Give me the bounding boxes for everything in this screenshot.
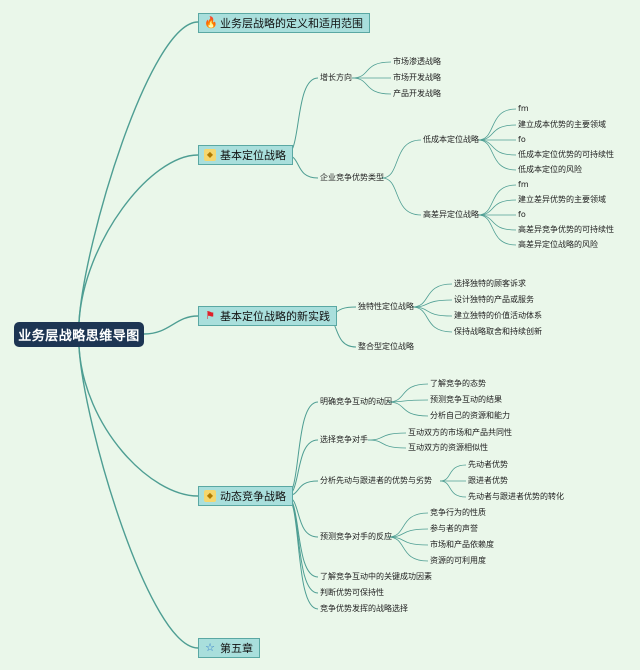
flag-icon: ⚑ (205, 309, 215, 322)
root-connector (78, 346, 199, 649)
leaf-resource-availability[interactable]: 资源的可利用度 (430, 556, 486, 565)
root-connector (78, 346, 199, 497)
leaf-hd-areas[interactable]: 建立差异优势的主要领域 (518, 195, 606, 204)
subtopic-high-diff[interactable]: 高差异定位战略 (423, 210, 479, 219)
topic-label: 业务层战略的定义和适用范围 (220, 17, 363, 30)
leaf-lc-risk[interactable]: 低成本定位的风险 (518, 165, 582, 174)
leaf-connector (477, 108, 517, 141)
leaf-connector (387, 536, 429, 562)
bulb-icon: ◆ (204, 490, 216, 502)
leaf-competition-situation[interactable]: 了解竞争的态势 (430, 379, 486, 388)
leaf-connector (477, 184, 517, 216)
topic-label: 动态竞争战略 (220, 490, 286, 503)
leaf-lc-sustainability[interactable]: 低成本定位优势的可持续性 (518, 150, 614, 159)
subtopic-select-rival[interactable]: 选择竞争对手 (320, 435, 368, 444)
leaf-reputation[interactable]: 参与者的声誉 (430, 524, 478, 533)
topic-definition-scope[interactable]: 🔥 业务层战略的定义和适用范围 (198, 13, 370, 33)
leaf-connector (351, 77, 392, 95)
subtopic-unique-positioning[interactable]: 独特性定位战略 (358, 302, 414, 311)
subtopic-advantage-types[interactable]: 企业竞争优势类型 (320, 173, 384, 182)
leaf-product-development[interactable]: 产品开发战略 (393, 89, 441, 98)
topic-new-practice[interactable]: ⚑ 基本定位战略的新实践 (198, 306, 337, 326)
topic-basic-positioning[interactable]: ◆ 基本定位战略 (198, 145, 293, 165)
leaf-connector (411, 306, 453, 333)
branch-connector (285, 77, 319, 156)
leaf-connector (381, 177, 422, 216)
leaf-follower[interactable]: 跟进者优势 (468, 476, 508, 485)
subtopic-sustainability[interactable]: 判断优势可保持性 (320, 588, 384, 597)
leaf-connector (387, 383, 429, 403)
leaf-lc-fo[interactable]: fo (518, 135, 526, 144)
leaf-own-resources[interactable]: 分析自己的资源和能力 (430, 411, 510, 420)
leaf-lc-areas[interactable]: 建立成本优势的主要领域 (518, 120, 606, 129)
root-topic[interactable]: 业务层战略思维导图 (14, 322, 144, 347)
leaf-connector (477, 124, 517, 141)
subtopic-mover-analysis[interactable]: 分析先动与跟进者的优势与劣势 (320, 476, 432, 485)
leaf-connector (439, 480, 467, 498)
leaf-connector (411, 283, 453, 308)
leaf-hd-risk[interactable]: 高差异定位战略的风险 (518, 240, 598, 249)
topic-label: 基本定位战略的新实践 (220, 310, 330, 323)
topic-dynamic-competition[interactable]: ◆ 动态竞争战略 (198, 486, 293, 506)
fire-icon: 🔥 (204, 16, 218, 29)
root-connector (143, 315, 199, 335)
subtopic-integrated-positioning[interactable]: 整合型定位战略 (358, 342, 414, 351)
leaf-connector (439, 464, 467, 482)
subtopic-predict-reaction[interactable]: 预测竞争对手的反应 (320, 532, 392, 541)
leaf-connector (387, 401, 429, 417)
root-connector (78, 154, 199, 323)
leaf-connector (351, 61, 392, 79)
leaf-predict-result[interactable]: 预测竞争互动的结果 (430, 395, 502, 404)
leaf-connector (477, 139, 517, 156)
subtopic-growth-direction[interactable]: 增长方向 (320, 73, 352, 82)
leaf-dependency[interactable]: 市场和产品依赖度 (430, 540, 494, 549)
leaf-connector (477, 199, 517, 216)
topic-label: 基本定位战略 (220, 149, 286, 162)
leaf-hd-sustainability[interactable]: 高差异竞争优势的可持续性 (518, 225, 614, 234)
leaf-resource-similarity[interactable]: 互动双方的资源相似性 (408, 443, 488, 452)
leaf-lc-fm[interactable]: fm (518, 104, 529, 113)
leaf-hd-fm[interactable]: fm (518, 180, 529, 189)
leaf-market-development[interactable]: 市场开发战略 (393, 73, 441, 82)
leaf-connector (477, 214, 517, 246)
subtopic-strategic-choice[interactable]: 竞争优势发挥的战略选择 (320, 604, 408, 613)
leaf-tradeoff-innovation[interactable]: 保持战略取舍和持续创新 (454, 327, 542, 336)
leaf-market-penetration[interactable]: 市场渗透战略 (393, 57, 441, 66)
leaf-connector (411, 299, 453, 308)
branch-connector (285, 401, 319, 497)
leaf-unique-product[interactable]: 设计独特的产品或服务 (454, 295, 534, 304)
leaf-connector (387, 512, 429, 538)
leaf-connector (477, 139, 517, 171)
subtopic-interaction-motive[interactable]: 明确竞争互动的动因 (320, 397, 392, 406)
leaf-market-commonality[interactable]: 互动双方的市场和产品共同性 (408, 428, 512, 437)
leaf-connector (387, 528, 429, 538)
bulb-icon: ◆ (204, 149, 216, 161)
leaf-connector (477, 214, 517, 231)
root-connector (78, 21, 199, 323)
subtopic-low-cost[interactable]: 低成本定位战略 (423, 135, 479, 144)
leaf-behavior-nature[interactable]: 竞争行为的性质 (430, 508, 486, 517)
leaf-unique-appeal[interactable]: 选择独特的顾客诉求 (454, 279, 526, 288)
star-icon: ☆ (205, 641, 215, 654)
topic-chapter-five[interactable]: ☆ 第五章 (198, 638, 260, 658)
leaf-value-system[interactable]: 建立独特的价值活动体系 (454, 311, 542, 320)
leaf-advantage-transform[interactable]: 先动者与跟进者优势的转化 (468, 492, 564, 501)
subtopic-key-success[interactable]: 了解竞争互动中的关键成功因素 (320, 572, 432, 581)
topic-label: 第五章 (220, 642, 253, 655)
leaf-connector (367, 439, 407, 449)
leaf-hd-fo[interactable]: fo (518, 210, 526, 219)
leaf-first-mover[interactable]: 先动者优势 (468, 460, 508, 469)
leaf-connector (367, 432, 407, 441)
leaf-connector (381, 139, 422, 179)
